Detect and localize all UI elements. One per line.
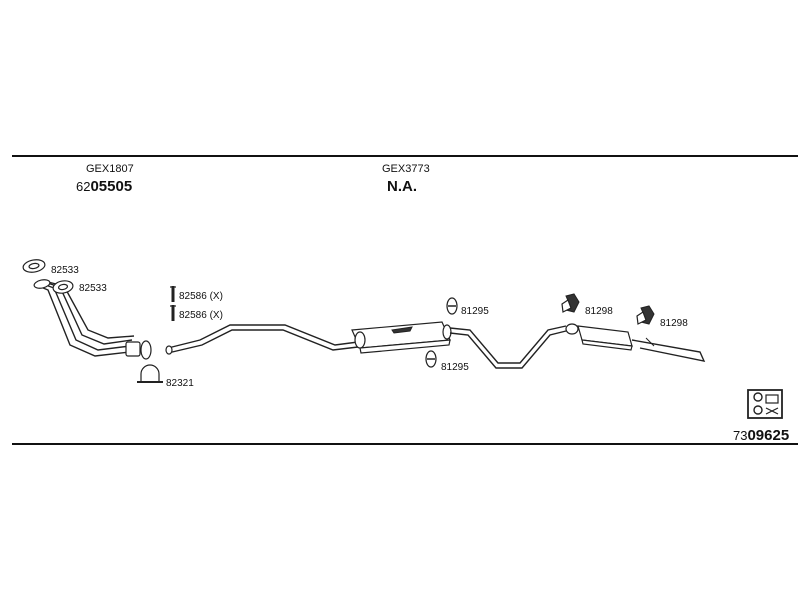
rear-intermediate-pipe: [449, 325, 567, 369]
rubber-ring-icon: [425, 350, 437, 368]
left-header-number-prefix: 62: [76, 179, 90, 194]
left-header-code: GEX1807: [86, 163, 134, 175]
rubber-mount-icon: [561, 293, 580, 313]
part-label-clamp-lower: 82586 (X): [179, 310, 223, 321]
center-header-code: GEX3773: [382, 163, 430, 175]
u-clamp-icon: [137, 364, 163, 383]
left-header-number: 6205505: [76, 178, 132, 195]
part-label-ring-upper: 81295: [461, 306, 489, 317]
left-header-number-main: 05505: [90, 178, 132, 195]
center-silencer: [351, 321, 452, 354]
rear-silencer: [565, 323, 706, 362]
footer-number: 7309625: [733, 427, 789, 444]
part-label-clamp-upper: 82586 (X): [179, 291, 223, 302]
footer-number-main: 09625: [747, 427, 789, 444]
part-label-rubber-right: 81298: [660, 318, 688, 329]
part-label-gasket-lower: 82533: [79, 283, 107, 294]
clamp-icon: [170, 305, 176, 321]
rubber-mount-icon: [636, 305, 655, 325]
clamp-icon: [170, 286, 176, 302]
center-header-value: N.A.: [387, 178, 417, 195]
part-label-rubber-left: 81298: [585, 306, 613, 317]
footer-number-prefix: 73: [733, 428, 747, 443]
gasket-icon: [22, 259, 46, 273]
catalog-icon: [747, 389, 783, 419]
rubber-ring-icon: [446, 297, 458, 315]
part-label-u-clamp: 82321: [166, 378, 194, 389]
part-label-gasket-upper: 82533: [51, 265, 79, 276]
intermediate-pipe: [165, 324, 359, 355]
part-label-ring-lower: 81295: [441, 362, 469, 373]
gasket-icon: [52, 280, 74, 294]
